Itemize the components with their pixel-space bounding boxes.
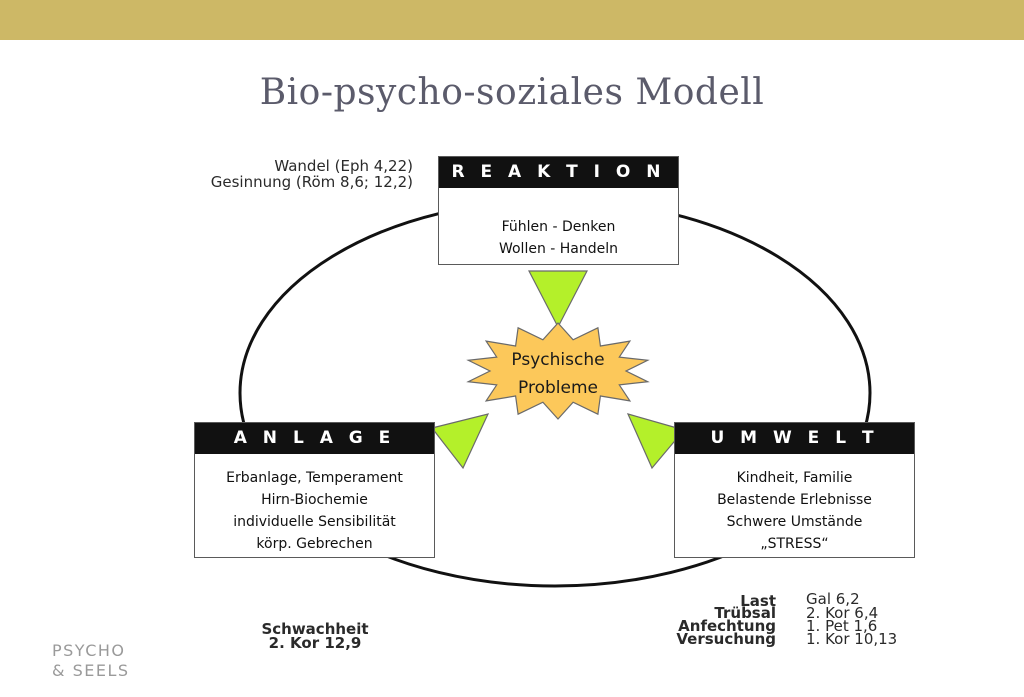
umwelt-ref-verse: Gal 6,2: [806, 590, 860, 608]
arrow-umwelt-to-center: [626, 413, 686, 470]
umwelt-header: U M W E L T: [675, 423, 914, 454]
umwelt-ref-term: Versuchung: [676, 630, 776, 648]
umwelt-line: Belastende Erlebnisse: [717, 492, 872, 508]
umwelt-ref-term: Trübsal: [714, 604, 776, 622]
anlage-header: A N L A G E: [195, 423, 434, 454]
reaktion-body: Fühlen - Denken Wollen - Handeln: [439, 188, 678, 260]
center-label: Psychische Probleme: [482, 346, 634, 402]
umwelt-line: Kindheit, Familie: [736, 470, 853, 486]
brand-logo: PSYCHO & SEELS: [52, 641, 130, 681]
umwelt-body: Kindheit, Familie Belastende Erlebnisse …: [675, 454, 914, 555]
arrow-anlage-to-center: [430, 413, 490, 470]
reaktion-line: Wollen - Handeln: [498, 241, 619, 257]
problem-burst-shape: [466, 322, 650, 420]
anlage-line: körp. Gebrechen: [256, 536, 373, 552]
umwelt-ref-term: Last: [740, 592, 776, 610]
logo-line: & SEELS: [52, 661, 130, 680]
umwelt-line: „STRESS“: [760, 536, 829, 552]
umwelt-box: U M W E L T Kindheit, Familie Belastende…: [674, 422, 915, 558]
center-label-line: Psychische: [511, 350, 605, 370]
umwelt-line: Schwere Umstände: [726, 514, 863, 530]
anlage-box: A N L A G E Erbanlage, Temperament Hirn-…: [194, 422, 435, 558]
reaktion-line: Fühlen - Denken: [501, 219, 616, 235]
logo-line: PSYCHO: [52, 641, 126, 660]
anlage-body: Erbanlage, Temperament Hirn-Biochemie in…: [195, 454, 434, 555]
center-label-line: Probleme: [518, 378, 598, 398]
umwelt-ref-verse: 1. Kor 10,13: [806, 630, 898, 648]
page-title: Bio-psycho-soziales Modell: [259, 72, 765, 113]
arrow-reaktion-to-center: [528, 270, 588, 329]
top-banner: [0, 0, 1024, 40]
reaktion-box: R E A K T I O N Fühlen - Denken Wollen -…: [438, 156, 679, 265]
anlage-line: individuelle Sensibilität: [233, 514, 396, 530]
anlage-ref-verse: 2. Kor 12,9: [268, 634, 362, 652]
reaktion-ref: Gesinnung (Röm 8,6; 12,2): [210, 173, 413, 191]
umwelt-ref-verse: 1. Pet 1,6: [806, 617, 878, 635]
reaktion-header: R E A K T I O N: [439, 157, 678, 188]
anlage-ref-term: Schwachheit: [261, 620, 369, 638]
anlage-line: Hirn-Biochemie: [261, 492, 368, 508]
reaktion-ref: Wandel (Eph 4,22): [274, 157, 413, 175]
umwelt-ref-term: Anfechtung: [678, 617, 776, 635]
anlage-line: Erbanlage, Temperament: [226, 470, 403, 486]
umwelt-ref-verse: 2. Kor 6,4: [806, 604, 879, 622]
